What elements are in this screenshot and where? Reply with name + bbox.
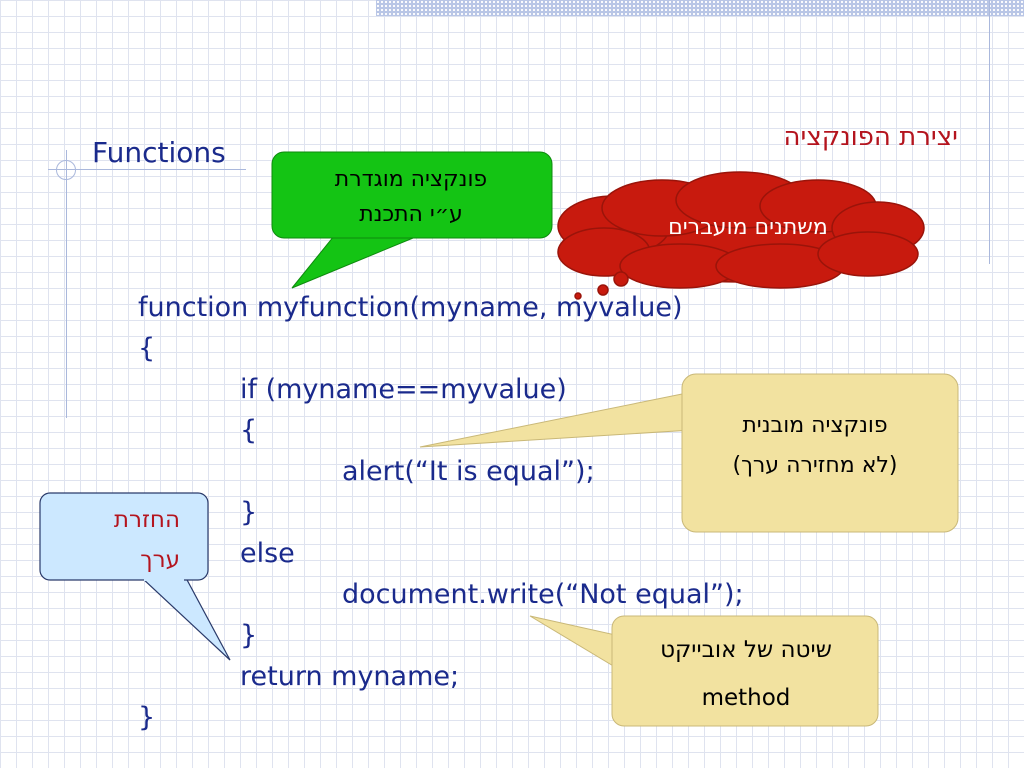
parameters-callout-text: משתנים מועברים [668,215,828,240]
slide-title: יצירת הפונקציה [783,122,958,152]
return-value-callout: החזרת ערך [48,500,180,580]
method-callout-shape [529,615,879,727]
return-callout-line1: החזרת [113,507,180,533]
right-vertical-rule [989,0,990,264]
builtin-callout-line2: (לא מחזירה ערך) [732,453,898,478]
top-decoration-band [376,0,1024,16]
code-line: else [240,538,295,569]
code-line: document.write(“Not equal”); [342,579,744,610]
return-callout-shape [39,492,231,661]
code-line: function myfunction(myname, myvalue) [138,292,683,323]
method-callout-line2: method [701,685,791,711]
parameters-cloud-callout: משתנים מועברים [598,215,898,240]
code-line: { [240,415,258,446]
code-line: { [138,333,156,364]
decorative-circle [56,160,76,180]
builtin-callout: פונקציה מובנית (לא מחזירה ערך) [690,406,940,486]
builtin-callout-shape [419,373,959,533]
code-block: function myfunction(myname, myvalue) { i… [138,287,744,738]
return-callout-line2: ערך [140,547,180,573]
code-line: alert(“It is equal”); [342,456,595,487]
code-line: } [240,620,258,651]
code-line: } [240,497,258,528]
method-callout-line1: שיטה של אובייקט [660,637,832,663]
user-defined-callout-line2: ע״י התכנת [359,202,463,227]
object-method-callout: שיטה של אובייקט method [616,626,876,722]
green-callout-shape [271,151,553,289]
user-defined-callout: פונקציה מוגדרת ע״י התכנת [286,162,536,232]
code-line: return myname; [240,661,460,692]
builtin-callout-line1: פונקציה מובנית [742,413,888,438]
cloud-callout-shape [557,171,925,300]
code-line: } [138,702,156,733]
left-vertical-rule [66,150,67,418]
user-defined-callout-line1: פונקציה מוגדרת [334,167,488,192]
code-line: if (myname==myvalue) [240,374,567,405]
heading-underline [48,169,246,170]
page-heading: Functions [92,136,226,169]
